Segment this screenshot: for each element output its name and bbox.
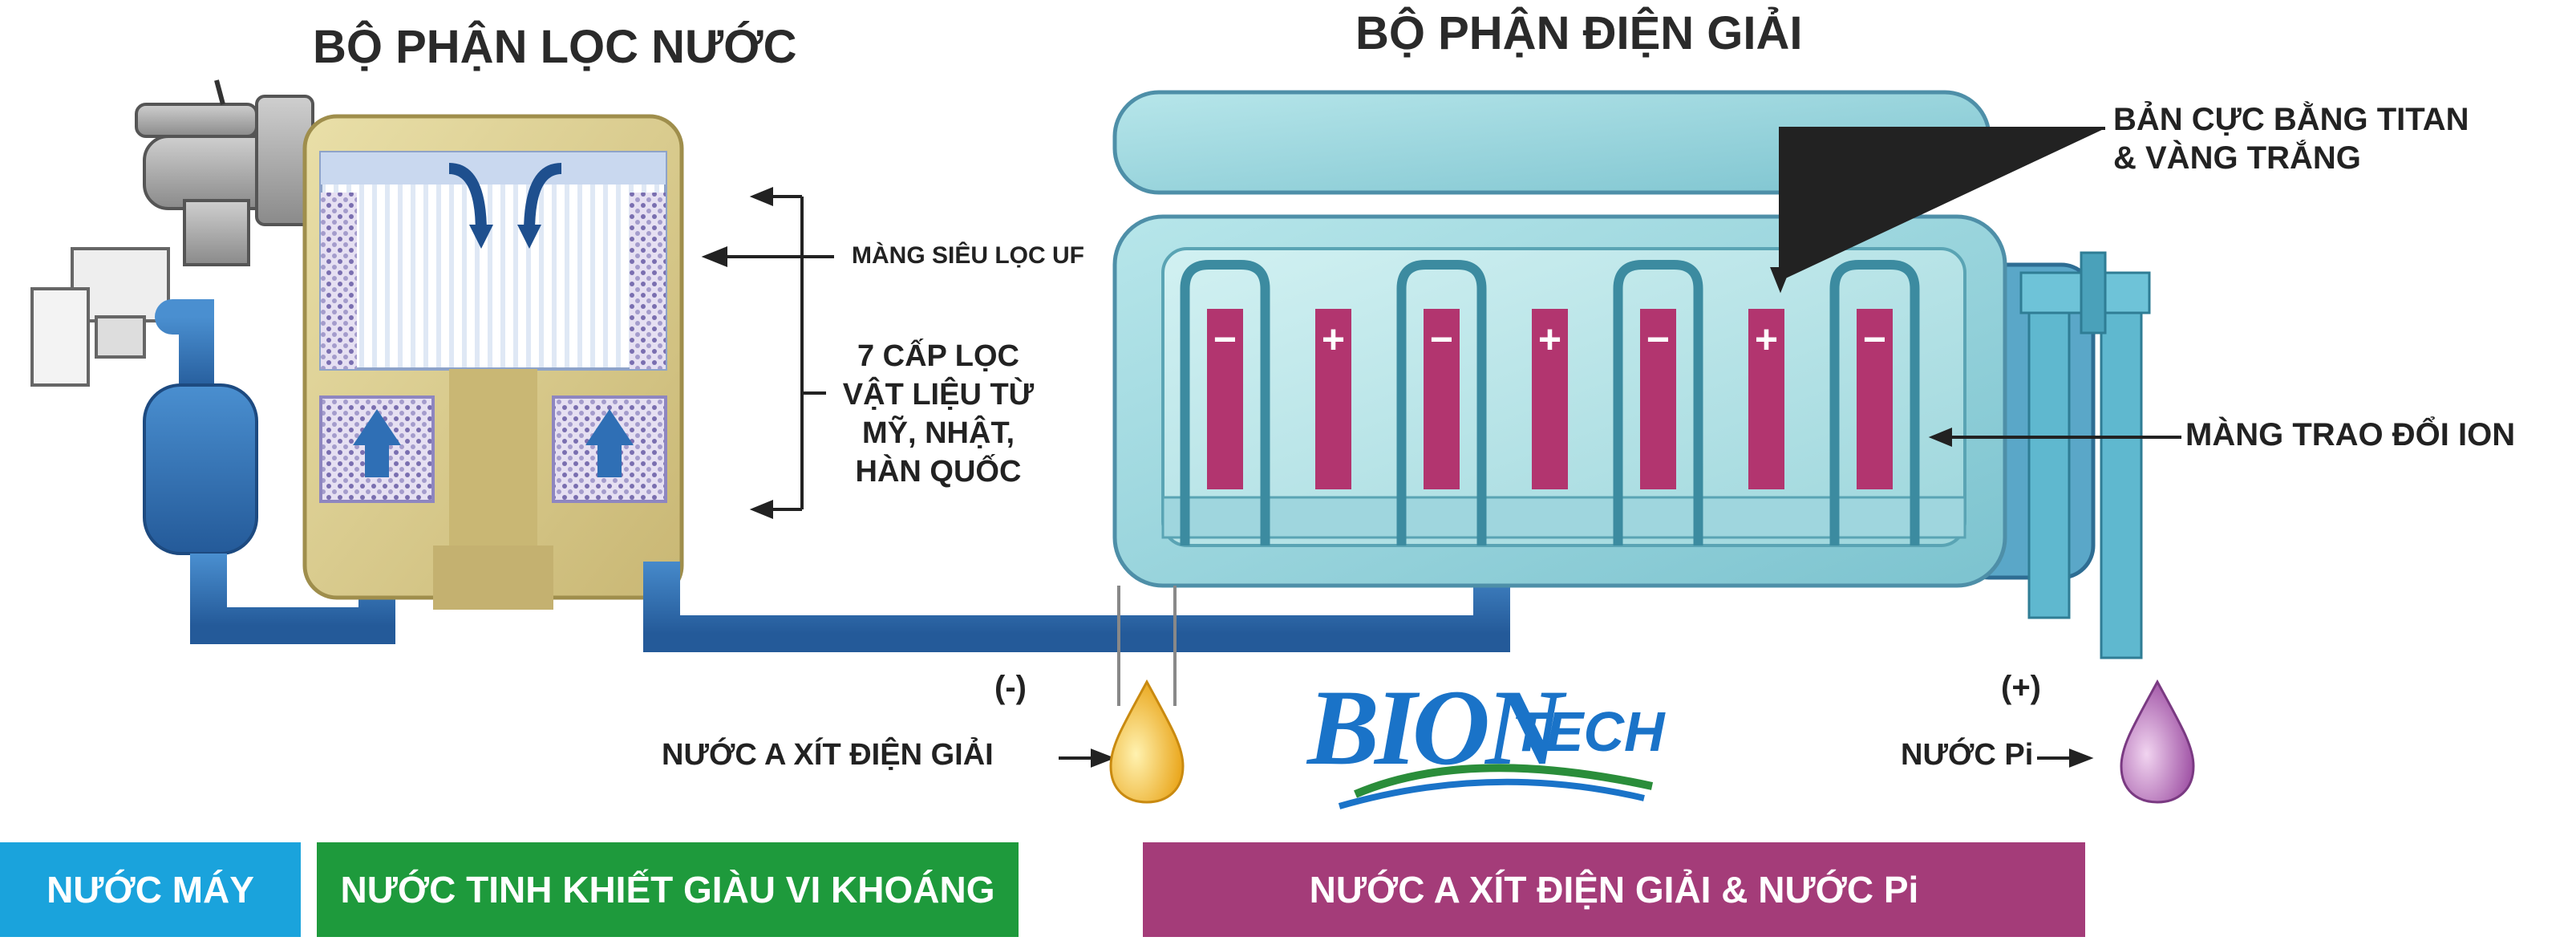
ion-exchange-membrane <box>1613 260 1703 546</box>
electrode-sign: + <box>1755 317 1778 362</box>
ion-membrane-label: MÀNG TRAO ĐỔI ION <box>2185 417 2516 452</box>
electrode-label-line: BẢN CỰC BẰNG TITAN <box>2113 102 2469 137</box>
electrode-sign: + <box>1322 317 1345 362</box>
tap-water-box: NƯỚC MÁY <box>0 842 301 937</box>
logo-wave-icon <box>1338 764 1654 809</box>
electrode-label-line: & VÀNG TRẮNG <box>2113 140 2361 176</box>
acid-water-drop-icon <box>1109 679 1185 804</box>
electrode-plate <box>1640 309 1676 489</box>
pi-water-drop-icon <box>2120 679 2195 804</box>
filter-stages-line: MỸ, NHẬT, <box>862 416 1015 450</box>
electrolysis-cell: − + − + − + − <box>1112 90 2151 706</box>
filter-housing <box>302 114 684 610</box>
purified-water-box: NƯỚC TINH KHIẾT GIÀU VI KHOÁNG <box>317 842 1019 937</box>
filter-stages-line: VẬT LIỆU TỪ <box>842 378 1035 412</box>
electrode-plate <box>1207 309 1243 489</box>
acid-sign-label: (-) <box>994 670 1027 705</box>
uf-membrane-label: MÀNG SIÊU LỌC UF <box>852 242 1084 269</box>
electrode-plate <box>1424 309 1460 489</box>
electrode-plate <box>1315 309 1351 489</box>
ion-exchange-membrane <box>1180 260 1270 546</box>
electrode-sign: − <box>1646 317 1670 362</box>
electrode-label: BẢN CỰC BẰNG TITAN & VÀNG TRẮNG <box>2113 100 2469 177</box>
pi-water-label: NƯỚC Pi <box>1901 738 2034 772</box>
electrode-plate <box>1532 309 1568 489</box>
filter-stages-line: 7 CẤP LỌC <box>857 339 1019 373</box>
electrode-sign: − <box>1430 317 1453 362</box>
ion-exchange-membrane <box>1829 260 1920 546</box>
electrode-sign: − <box>1863 317 1886 362</box>
electrode-sign: − <box>1213 317 1237 362</box>
biontech-logo: BION TECH <box>1307 666 1665 818</box>
leader-lines <box>1059 127 2181 768</box>
filter-stages-label: 7 CẤP LỌC VẬT LIỆU TỪ MỸ, NHẬT, HÀN QUỐC <box>842 337 1035 491</box>
filter-arrows <box>701 187 834 519</box>
electrode-plate <box>1857 309 1893 489</box>
filter-stages-line: HÀN QUỐC <box>855 455 1022 489</box>
logo-suffix-text: TECH <box>1512 700 1665 763</box>
faucet <box>30 79 314 387</box>
pi-sign-label: (+) <box>2001 670 2041 705</box>
electrode-sign: + <box>1538 317 1561 362</box>
electrode-plate <box>1748 309 1784 489</box>
electrolysis-unit-title: BỘ PHẬN ĐIỆN GIẢI <box>1355 7 1803 59</box>
electrolyzed-water-box: NƯỚC A XÍT ĐIỆN GIẢI & NƯỚC Pi <box>1143 842 2085 937</box>
ion-exchange-membrane <box>1396 260 1487 546</box>
filter-unit-title: BỘ PHẬN LỌC NƯỚC <box>313 21 797 73</box>
acid-water-label: NƯỚC A XÍT ĐIỆN GIẢI <box>662 738 994 772</box>
